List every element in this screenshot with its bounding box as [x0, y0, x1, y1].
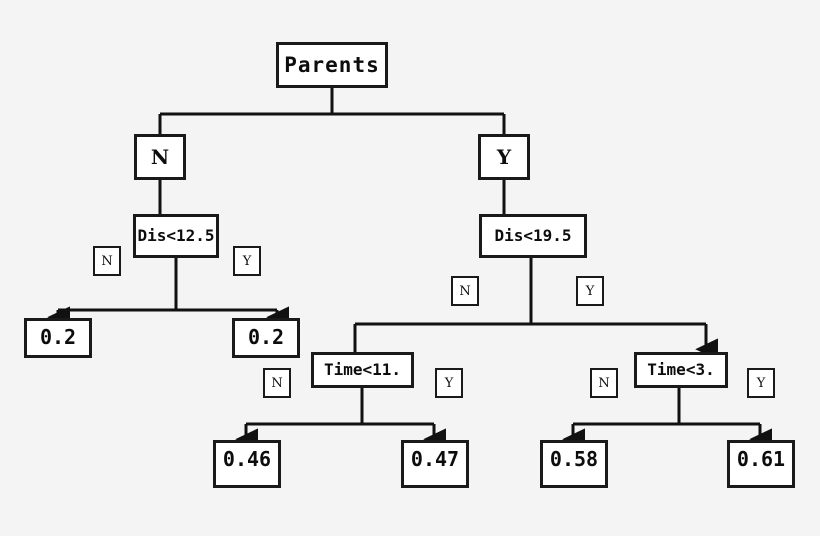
edge-label-dis-19-5-n: N — [451, 276, 479, 306]
node-leaf-4[interactable]: 0.58 — [540, 440, 608, 488]
edge-label-time-3-y: Y — [747, 368, 775, 398]
node-condition-time-3[interactable]: Time<3. — [634, 352, 728, 388]
edge-label-time-11-y: Y — [435, 368, 463, 398]
node-branch-y[interactable]: Y — [478, 134, 530, 180]
node-leaf-2[interactable]: 0.46 — [213, 440, 281, 488]
node-condition-dis-12-5-label: Dis<12.5 — [137, 226, 215, 245]
node-leaf-1[interactable]: 0.2 — [232, 318, 300, 358]
node-leaf-5[interactable]: 0.61 — [727, 440, 795, 488]
edge-label-time-11-n: N — [263, 368, 291, 398]
node-leaf-3[interactable]: 0.47 — [401, 440, 469, 488]
node-branch-y-label: Y — [496, 145, 512, 169]
node-root-parents[interactable]: Parents — [276, 42, 388, 88]
node-condition-dis-19-5[interactable]: Dis<19.5 — [479, 214, 587, 258]
node-leaf-2-value: 0.46 — [222, 447, 272, 471]
node-condition-dis-19-5-label: Dis<19.5 — [494, 226, 572, 245]
node-leaf-3-value: 0.47 — [410, 447, 460, 471]
node-leaf-4-value: 0.58 — [549, 447, 599, 471]
node-condition-dis-12-5[interactable]: Dis<12.5 — [133, 214, 219, 258]
node-branch-n[interactable]: N — [134, 134, 186, 180]
node-leaf-0-value: 0.2 — [39, 325, 77, 349]
edge-label-dis-19-5-n-text: N — [459, 283, 471, 299]
node-branch-n-label: N — [150, 145, 170, 169]
node-condition-time-11-label: Time<11. — [323, 360, 402, 379]
edge-label-dis-12-5-n: N — [93, 246, 121, 276]
edge-label-time-3-n: N — [590, 368, 618, 398]
node-condition-time-11[interactable]: Time<11. — [311, 352, 414, 388]
edge-label-time-3-y-text: Y — [756, 375, 766, 391]
node-root-label: Parents — [284, 53, 380, 77]
node-leaf-1-value: 0.2 — [247, 325, 285, 349]
edge-label-time-3-n-text: N — [598, 375, 610, 391]
node-condition-time-3-label: Time<3. — [647, 360, 715, 379]
edge-label-dis-12-5-y: Y — [233, 246, 261, 276]
node-leaf-5-value: 0.61 — [736, 447, 786, 471]
edge-label-dis-12-5-y-text: Y — [242, 253, 252, 269]
edge-label-dis-19-5-y-text: Y — [585, 283, 595, 299]
edge-label-dis-19-5-y: Y — [576, 276, 604, 306]
node-leaf-0[interactable]: 0.2 — [24, 318, 92, 358]
edge-label-time-11-n-text: N — [271, 375, 283, 391]
edge-label-time-11-y-text: Y — [444, 375, 454, 391]
edge-label-dis-12-5-n-text: N — [101, 253, 113, 269]
